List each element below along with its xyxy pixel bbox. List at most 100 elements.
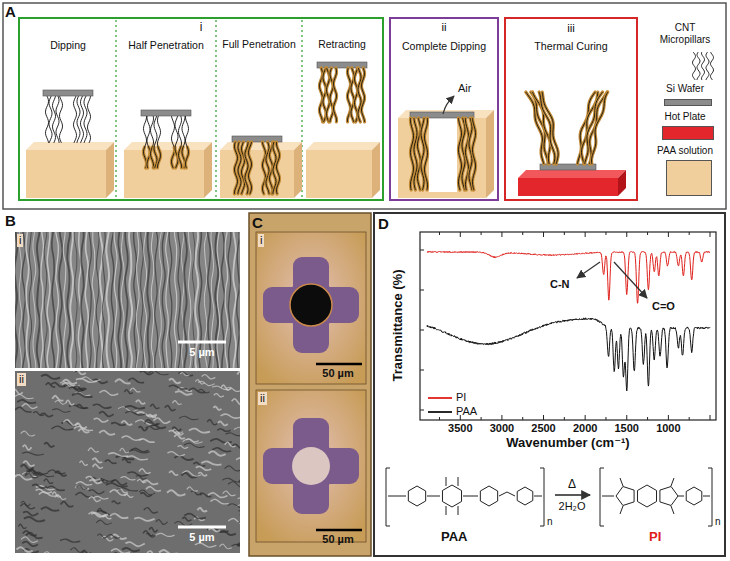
cnt-fiber (181, 232, 184, 368)
wrinkle (187, 487, 198, 491)
wrinkle (180, 373, 189, 376)
wrinkle (75, 485, 89, 489)
wrinkle (208, 493, 227, 498)
cnt-fiber (47, 232, 50, 368)
paa-coating (472, 118, 475, 190)
scale-label: 5 µm (172, 531, 232, 544)
wrinkle (94, 418, 109, 422)
tick (668, 232, 669, 237)
wrinkle (23, 445, 32, 450)
cnt-micropillar (77, 96, 80, 143)
legend-line (428, 397, 452, 399)
cnt-micropillar (147, 116, 150, 168)
repeat-unit-index: n (547, 516, 553, 528)
bracket (540, 468, 544, 526)
wrinkle (52, 492, 61, 497)
wrinkle (140, 371, 154, 375)
bond (507, 492, 515, 496)
wrinkle (143, 531, 154, 536)
wrinkle (51, 426, 73, 430)
cnt-micropillar (592, 92, 608, 164)
cnt-fiber (22, 232, 25, 368)
wrinkle (159, 550, 178, 553)
cnt-fiber (29, 232, 31, 368)
divider (215, 20, 216, 198)
block-top (306, 142, 380, 150)
cnt-fiber (59, 232, 62, 368)
wrinkle (137, 412, 157, 416)
cnt-micropillar (175, 116, 178, 168)
wrinkle (61, 502, 74, 507)
wrinkle (17, 400, 36, 403)
cnt-fiber (129, 232, 132, 368)
legend-text: CNT Micropillars (653, 22, 717, 45)
tick (543, 415, 544, 420)
wrinkle (99, 431, 115, 435)
wrinkle (139, 427, 148, 431)
cnt-fiber (228, 232, 231, 368)
wrinkle (145, 420, 159, 425)
cnt-fiber (184, 232, 187, 368)
tick (481, 232, 482, 235)
process-illustration (26, 52, 714, 198)
air-arrow (443, 96, 454, 114)
wrinkle (115, 379, 130, 383)
tick-label: 3000 (482, 422, 522, 435)
wrinkle (234, 427, 240, 431)
cnt-micropillar (248, 142, 251, 194)
tick (605, 417, 606, 420)
axis-title: Transmittance (%) (391, 240, 406, 410)
wrinkle (189, 429, 210, 433)
paa-coating (542, 92, 558, 164)
filled-core (292, 447, 330, 485)
wrinkle (239, 480, 240, 484)
panel-numeral: iii (506, 21, 636, 34)
bond (458, 506, 459, 515)
tick-label: 1000 (648, 422, 688, 435)
cnt-fiber (37, 232, 40, 368)
cnt-fiber (151, 232, 153, 368)
cnt-fiber (74, 232, 77, 368)
wrinkle (196, 466, 211, 470)
panel-numeral: i (20, 21, 382, 35)
pi-spectrum (427, 251, 710, 303)
leader-arrow (577, 262, 600, 278)
bond (427, 496, 440, 497)
wrinkle (210, 499, 228, 504)
wrinkle (183, 439, 203, 443)
paa-coating (590, 92, 608, 164)
wrinkle (89, 480, 102, 484)
cnt-fiber (89, 232, 92, 368)
cnt-micropillar (150, 116, 153, 168)
wrinkle (89, 497, 101, 502)
wrinkle (195, 380, 205, 384)
legend-swatch (664, 99, 712, 106)
pillar-cross (274, 268, 348, 342)
cnt-micropillar (276, 142, 279, 194)
wrinkle (197, 508, 207, 512)
wrinkle (225, 466, 240, 471)
wrinkle (78, 429, 89, 433)
reaction-arrow (555, 494, 590, 495)
cnt-micropillar (171, 116, 174, 168)
block-top (26, 142, 114, 150)
optical-image (256, 232, 366, 384)
cnt-fiber (233, 232, 236, 368)
cnt-fiber (15, 232, 17, 368)
step-panel: Dipping (20, 37, 116, 51)
cnt-micropillar (157, 116, 160, 168)
wrinkle (172, 427, 181, 431)
reaction-condition: 2H₂O (552, 500, 592, 513)
bracket (600, 468, 604, 526)
wrinkle (102, 516, 111, 519)
wrinkle (223, 491, 236, 496)
cnt-fiber (70, 232, 73, 368)
wrinkle (150, 404, 159, 408)
tick (689, 232, 690, 235)
cnt-micropillar (421, 118, 424, 190)
tick (420, 330, 424, 331)
cnt-fiber (19, 232, 22, 368)
bond (620, 506, 623, 514)
wrinkle (228, 519, 240, 524)
wrinkle (179, 416, 198, 419)
